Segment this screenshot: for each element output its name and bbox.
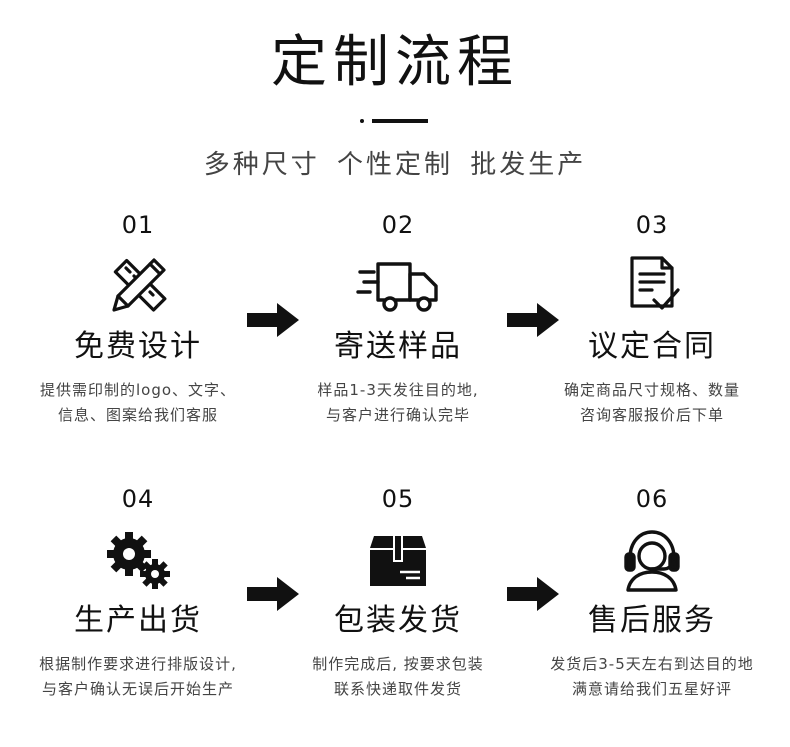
- divider-dot: [360, 119, 364, 123]
- arrow-right-icon: [507, 303, 559, 337]
- arrow-right-icon: [247, 303, 299, 337]
- step-name: 包装发货: [334, 603, 462, 638]
- step-description-line: 信息、图案给我们客服: [57, 406, 218, 424]
- step-description: 发货后3-5天左右到达目的地 满意请给我们五星好评: [522, 652, 782, 702]
- step-number: 02: [381, 211, 415, 239]
- step-02: 02 寄送样品 样品1-3天发往目的地, 与客户进行确认完毕: [268, 210, 528, 428]
- step-description: 根据制作要求进行排版设计, 与客户确认无误后开始生产: [8, 652, 268, 702]
- step-number: 05: [381, 485, 415, 513]
- step-name: 寄送样品: [334, 329, 462, 364]
- step-description: 样品1-3天发往目的地, 与客户进行确认完毕: [268, 378, 528, 428]
- title-divider: [0, 118, 790, 124]
- step-description: 制作完成后, 按要求包装 联系快递取件发货: [268, 652, 528, 702]
- page-subtitle: 多种尺寸 个性定制 批发生产: [203, 150, 587, 180]
- page-title: 定制流程: [271, 30, 519, 95]
- step-description-line: 咨询客服报价后下单: [579, 406, 724, 424]
- step-04: 04: [8, 484, 268, 702]
- step-name: 免费设计: [74, 329, 202, 364]
- step-description-line: 发货后3-5天左右到达目的地: [550, 655, 754, 673]
- step-number: 01: [121, 211, 155, 239]
- step-description-line: 样品1-3天发往目的地,: [317, 381, 479, 399]
- arrow-right-icon: [247, 577, 299, 611]
- step-description-line: 满意请给我们五星好评: [571, 680, 732, 698]
- step-number: 03: [635, 211, 669, 239]
- step-name: 售后服务: [588, 603, 716, 638]
- divider-bar: [372, 119, 428, 123]
- step-number: 04: [121, 485, 155, 513]
- arrow-right-icon: [507, 577, 559, 611]
- step-number: 06: [635, 485, 669, 513]
- step-description-line: 与客户确认无误后开始生产: [41, 680, 234, 698]
- contract-document-icon: [620, 254, 684, 318]
- step-description-line: 与客户进行确认完毕: [325, 406, 470, 424]
- step-description-line: 联系快递取件发货: [333, 680, 462, 698]
- delivery-truck-icon: [356, 254, 440, 318]
- step-description-line: 提供需印制的logo、文字、: [39, 381, 237, 399]
- customer-service-headset-icon: [620, 528, 684, 592]
- package-box-icon: [366, 528, 430, 592]
- step-description: 提供需印制的logo、文字、 信息、图案给我们客服: [8, 378, 268, 428]
- step-05: 05 包装发货 制作完成后, 按要求包装 联系快递取件发货: [268, 484, 528, 702]
- step-03: 03 议定合同 确定商品尺寸规格、数量 咨询客服报价后下单: [522, 210, 782, 428]
- step-description-line: 根据制作要求进行排版设计,: [39, 655, 237, 673]
- step-06: 06 售后服务 发货后3-5天左右到达目的地 满意请给我们五星好评: [522, 484, 782, 702]
- step-description-line: 确定商品尺寸规格、数量: [563, 381, 740, 399]
- step-description-line: 制作完成后, 按要求包装: [312, 655, 484, 673]
- gears-icon: [103, 528, 173, 592]
- step-01: 01 免费设计 提供需印制的logo、文字、 信息、图案给我们客服: [8, 210, 268, 428]
- step-name: 生产出货: [74, 603, 202, 638]
- step-description: 确定商品尺寸规格、数量 咨询客服报价后下单: [522, 378, 782, 428]
- design-tools-icon: [106, 254, 170, 318]
- step-name: 议定合同: [588, 329, 716, 364]
